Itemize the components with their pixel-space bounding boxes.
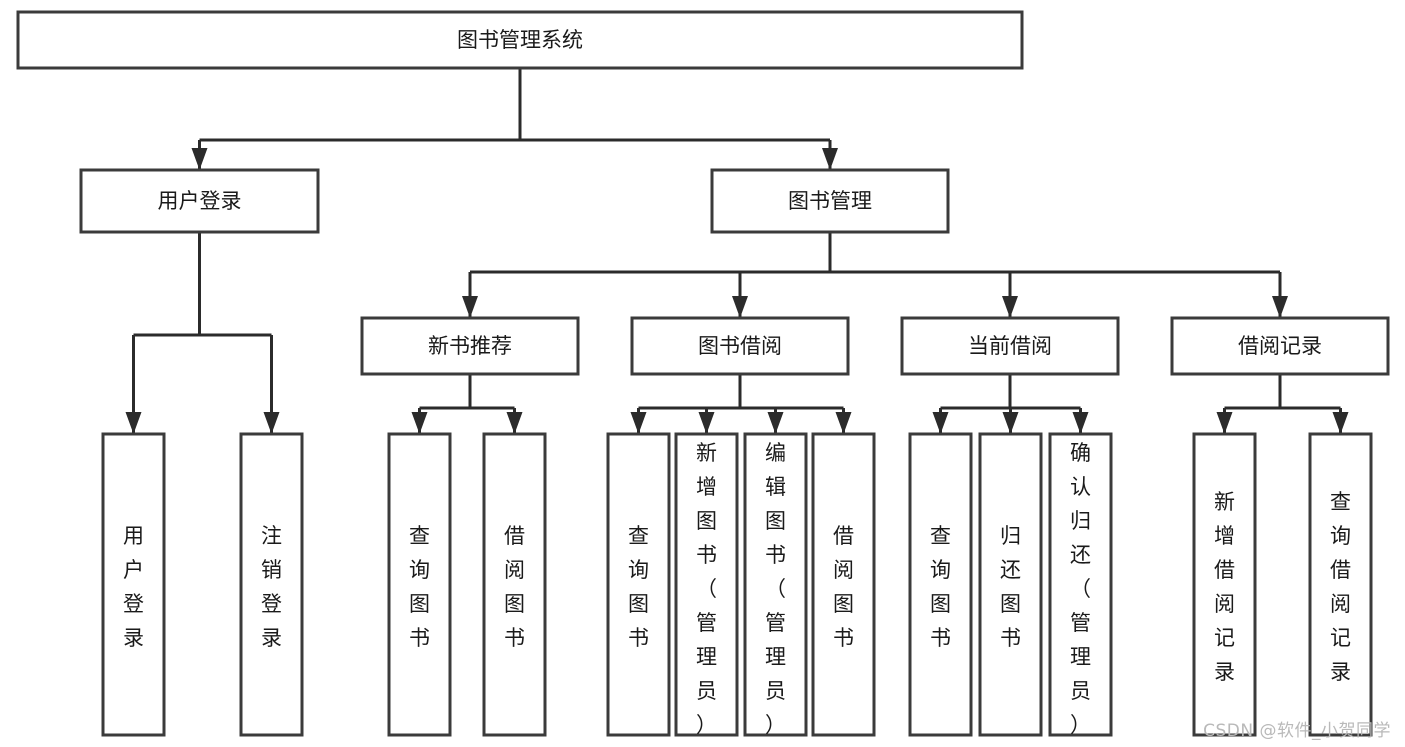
arrow-head-icon-book-manage	[822, 148, 838, 170]
arrow-head-icon-leaf-query-book-1	[411, 412, 428, 434]
node-box-leaf-query-book-2	[606, 432, 671, 737]
arrow-head-icon-user-login	[191, 148, 208, 170]
arrow-head-icon-borrow-record	[1272, 296, 1288, 318]
node-leaf-add-book[interactable]: 新增图书（管理员）	[674, 432, 739, 737]
node-leaf-borrow-book-1[interactable]: 借阅图书	[482, 432, 547, 737]
node-box-book-manage	[710, 168, 950, 234]
node-label-leaf-query-book-2: 查询图书	[628, 524, 649, 650]
node-user-login[interactable]: 用户登录	[79, 168, 320, 234]
node-label-leaf-borrow-book-2: 借阅图书	[833, 524, 854, 650]
node-box-leaf-edit-book	[743, 432, 808, 737]
arrow-head-icon-leaf-query-book-3	[932, 412, 949, 434]
node-label-book-borrow: 图书借阅	[698, 334, 782, 358]
node-label-leaf-user-login: 用户登录	[123, 524, 144, 650]
arrow-head-icon-leaf-add-record	[1216, 412, 1233, 434]
arrow-head-icon-leaf-user-login	[125, 412, 142, 434]
node-label-leaf-query-record: 查询借阅记录	[1330, 490, 1351, 684]
node-root[interactable]: 图书管理系统	[16, 10, 1024, 70]
node-label-leaf-confirm-return: 确认归还（管理员）	[1070, 441, 1091, 737]
node-leaf-edit-book[interactable]: 编辑图书（管理员）	[743, 432, 808, 737]
node-label-new-book-recommend: 新书推荐	[428, 334, 512, 358]
node-box-leaf-add-book	[674, 432, 739, 737]
node-box-borrow-record	[1170, 316, 1390, 376]
node-leaf-add-record[interactable]: 新增借阅记录	[1192, 432, 1257, 737]
node-box-book-borrow	[630, 316, 850, 376]
node-current-borrow[interactable]: 当前借阅	[900, 316, 1120, 376]
arrow-head-icon-leaf-confirm-return	[1072, 412, 1089, 434]
arrow-head-icon-leaf-borrow-book-1	[506, 412, 523, 434]
node-box-leaf-confirm-return	[1048, 432, 1113, 737]
arrow-head-icon-leaf-return-book	[1002, 412, 1019, 434]
node-new-book-recommend[interactable]: 新书推荐	[360, 316, 580, 376]
arrow-head-icon-leaf-edit-book	[767, 412, 784, 434]
arrow-head-icon-leaf-query-record	[1332, 412, 1349, 434]
node-label-root: 图书管理系统	[457, 28, 583, 52]
node-label-leaf-add-record: 新增借阅记录	[1214, 490, 1235, 684]
node-label-leaf-return-book: 归还图书	[1000, 524, 1021, 650]
arrow-head-icon-new-book-recommend	[462, 296, 478, 318]
arrow-head-icon-leaf-add-book	[698, 412, 715, 434]
node-box-leaf-borrow-book-1	[482, 432, 547, 737]
node-leaf-return-book[interactable]: 归还图书	[978, 432, 1043, 737]
node-label-leaf-query-book-1: 查询图书	[409, 524, 430, 650]
node-box-leaf-query-book-3	[908, 432, 973, 737]
arrow-head-icon-current-borrow	[1002, 296, 1018, 318]
node-box-leaf-query-record	[1308, 432, 1373, 737]
node-leaf-confirm-return[interactable]: 确认归还（管理员）	[1048, 432, 1113, 737]
node-label-user-login: 用户登录	[158, 189, 242, 213]
node-box-user-login	[79, 168, 320, 234]
node-box-leaf-query-book-1	[387, 432, 452, 737]
node-label-borrow-record: 借阅记录	[1238, 334, 1322, 358]
node-box-current-borrow	[900, 316, 1120, 376]
node-book-borrow[interactable]: 图书借阅	[630, 316, 850, 376]
node-label-book-manage: 图书管理	[788, 189, 872, 213]
node-label-leaf-borrow-book-1: 借阅图书	[504, 524, 525, 650]
node-leaf-query-book-2[interactable]: 查询图书	[606, 432, 671, 737]
arrow-head-icon-leaf-borrow-book-2	[835, 412, 852, 434]
node-box-leaf-borrow-book-2	[811, 432, 876, 737]
node-label-leaf-add-book: 新增图书（管理员）	[696, 441, 717, 737]
node-label-leaf-edit-book: 编辑图书（管理员）	[765, 441, 786, 737]
node-box-leaf-add-record	[1192, 432, 1257, 737]
node-box-new-book-recommend	[360, 316, 580, 376]
node-box-leaf-return-book	[978, 432, 1043, 737]
node-box-leaf-user-login	[101, 432, 166, 737]
node-leaf-query-book-3[interactable]: 查询图书	[908, 432, 973, 737]
node-leaf-query-book-1[interactable]: 查询图书	[387, 432, 452, 737]
node-label-leaf-user-logout: 注销登录	[261, 524, 282, 650]
node-box-root	[16, 10, 1024, 70]
node-leaf-query-record[interactable]: 查询借阅记录	[1308, 432, 1373, 737]
arrow-head-icon-book-borrow	[732, 296, 748, 318]
node-label-current-borrow: 当前借阅	[968, 334, 1052, 358]
node-leaf-borrow-book-2[interactable]: 借阅图书	[811, 432, 876, 737]
node-box-leaf-user-logout	[239, 432, 304, 737]
arrow-head-icon-leaf-user-logout	[263, 412, 280, 434]
node-label-leaf-query-book-3: 查询图书	[930, 524, 951, 650]
node-layer: 图书管理系统用户登录图书管理用户登录注销登录新书推荐图书借阅当前借阅借阅记录查询…	[16, 10, 1390, 737]
node-leaf-user-logout[interactable]: 注销登录	[239, 432, 304, 737]
node-book-manage[interactable]: 图书管理	[710, 168, 950, 234]
node-borrow-record[interactable]: 借阅记录	[1170, 316, 1390, 376]
arrow-head-icon-leaf-query-book-2	[630, 412, 647, 434]
watermark: CSDN @软件_小贺同学	[1203, 721, 1391, 741]
connector-layer	[125, 68, 1349, 434]
node-leaf-user-login[interactable]: 用户登录	[101, 432, 166, 737]
